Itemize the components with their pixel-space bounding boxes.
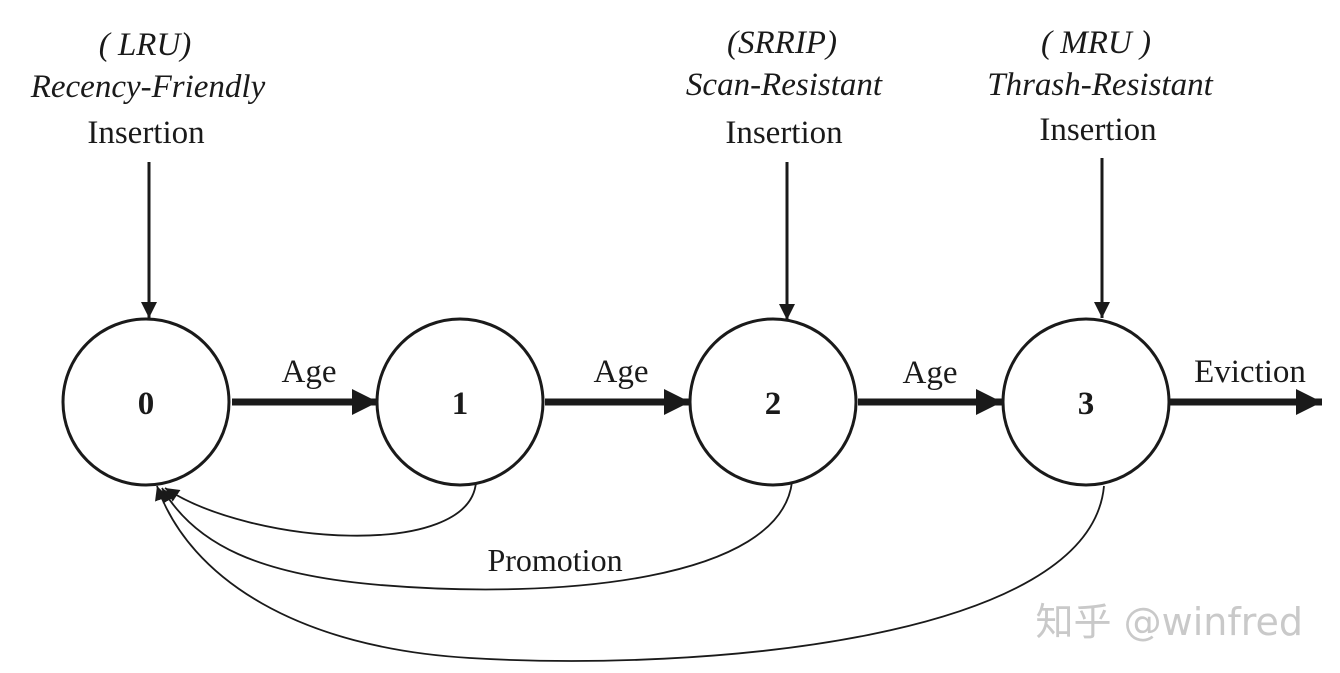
- state-node-3: 3: [1001, 317, 1171, 487]
- state-node-2-label: 2: [765, 386, 782, 422]
- state-node-1-label: 1: [452, 386, 469, 422]
- watermark: 知乎 @winfred: [1036, 600, 1303, 644]
- promotion-arrow-3-to-0: [155, 485, 1105, 662]
- insertion-lru-policy: ( LRU): [99, 27, 192, 63]
- age-label-0-to-1: Age: [282, 354, 337, 390]
- promotion-arrow-1-to-0: [164, 481, 477, 537]
- state-node-2: 2: [688, 317, 858, 487]
- insertion-srrip-action: Insertion: [725, 115, 842, 151]
- eviction-label: Eviction: [1194, 354, 1306, 390]
- insertion-mru-action: Insertion: [1039, 112, 1156, 148]
- insertion-mru-policy: ( MRU ): [1041, 25, 1151, 61]
- promotion-arrow-2-to-0: [161, 481, 793, 591]
- age-label-1-to-2: Age: [594, 354, 649, 390]
- insertion-srrip: (SRRIP) Scan-Resistant Insertion: [686, 25, 883, 151]
- state-node-0: 0: [61, 317, 231, 487]
- state-node-1: 1: [375, 317, 545, 487]
- insertion-lru-label: Recency-Friendly: [30, 69, 266, 105]
- insertion-srrip-policy: (SRRIP): [727, 25, 837, 61]
- insertion-lru-action: Insertion: [87, 115, 204, 151]
- insertion-lru: ( LRU) Recency-Friendly Insertion: [30, 27, 266, 151]
- insertion-mru: ( MRU ) Thrash-Resistant Insertion: [987, 25, 1213, 148]
- age-label-2-to-3: Age: [903, 355, 958, 391]
- state-node-3-label: 3: [1078, 386, 1095, 422]
- promotion-label: Promotion: [487, 542, 622, 578]
- insertion-srrip-label: Scan-Resistant: [686, 67, 883, 103]
- insertion-mru-label: Thrash-Resistant: [987, 67, 1213, 103]
- state-node-0-label: 0: [138, 386, 155, 422]
